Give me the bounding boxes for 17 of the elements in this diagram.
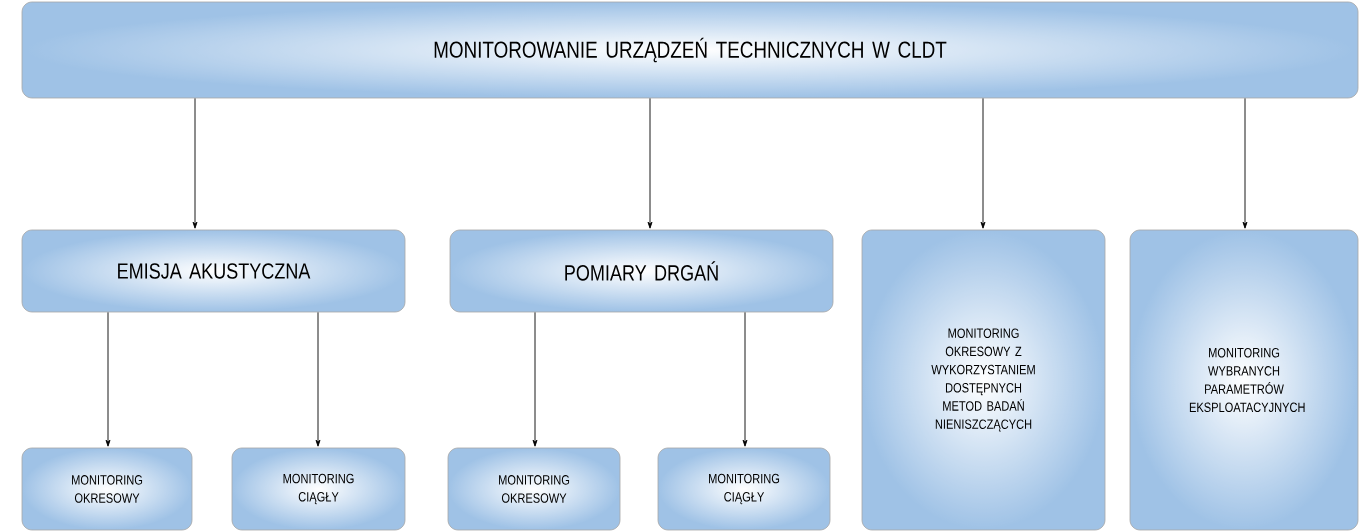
- method-box: MONITORING CIĄGŁY: [657, 447, 831, 531]
- arrow: [192, 97, 198, 229]
- category-box: MONITORING WYBRANYCH PARAMETRÓW EKSPLOATACYJNYCH: [1129, 229, 1359, 531]
- arrow: [532, 311, 538, 447]
- arrow: [1242, 97, 1248, 229]
- arrow: [315, 311, 321, 447]
- arrow: [980, 97, 986, 229]
- arrow: [105, 311, 111, 447]
- method-box: MONITORING OKRESOWY: [447, 447, 621, 531]
- arrow: [742, 311, 748, 447]
- method-box: MONITORING OKRESOWY: [21, 447, 193, 531]
- category-box: EMISJA AKUSTYCZNA: [21, 229, 406, 313]
- title-box: MONITOROWANIE URZĄDZEŃ TECHNICZNYCH W CLDT: [21, 1, 1359, 99]
- category-box: POMIARY DRGAŃ: [449, 229, 834, 313]
- method-box: MONITORING CIĄGŁY: [231, 447, 406, 531]
- arrow: [647, 97, 653, 229]
- category-box: MONITORING OKRESOWY Z WYKORZYSTANIEM DOSTĘPNYCH METOD BADAŃ NIENISZCZĄCYCH: [861, 229, 1106, 531]
